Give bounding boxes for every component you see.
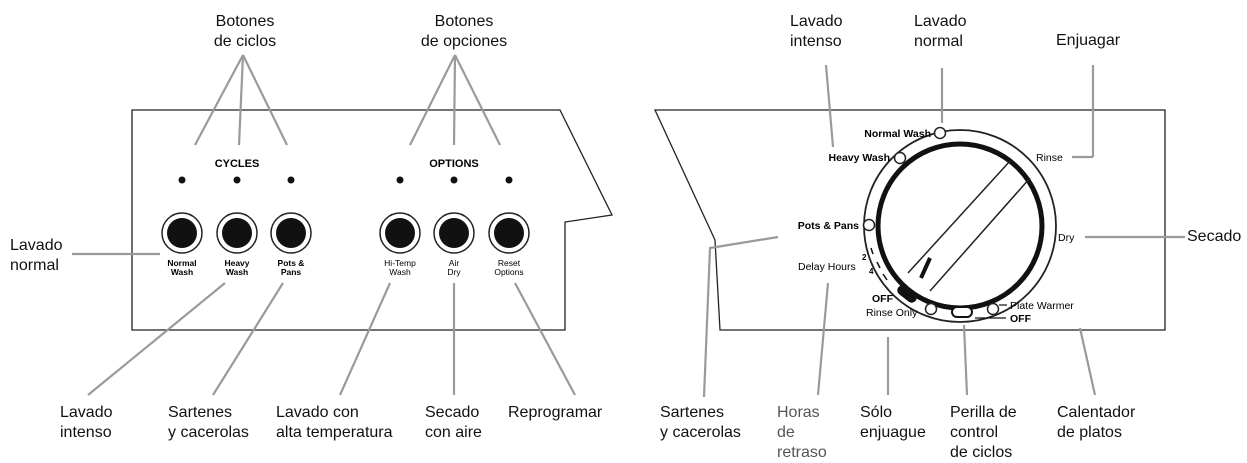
callout-secado-aire: Secado con aire bbox=[425, 404, 482, 441]
callout-enjuagar: Enjuagar bbox=[1056, 32, 1121, 49]
dial-delay-4: 4 bbox=[869, 267, 874, 276]
dial-delay-hours: Delay Hours bbox=[798, 261, 856, 273]
dial-off-left: OFF bbox=[872, 293, 894, 305]
callout-botones-ciclos: Botones de ciclos bbox=[213, 13, 277, 50]
normal-wash-label-1: Normal bbox=[167, 258, 196, 268]
callout-sartenes-left: Sartenes y cacerolas bbox=[168, 404, 249, 441]
callout-perilla: Perilla de control de ciclos bbox=[950, 404, 1017, 461]
dial-rinse: Rinse bbox=[1036, 152, 1063, 164]
dial-delay-2: 2 bbox=[862, 253, 867, 262]
pots-pans-label-2: Pans bbox=[281, 267, 302, 277]
dial-off-right: OFF bbox=[1010, 313, 1032, 325]
callout-reprogramar: Reprogramar bbox=[508, 404, 603, 421]
dial-positions bbox=[862, 126, 1000, 316]
heavy-wash-label-1: Heavy bbox=[224, 258, 249, 268]
off-marker-right bbox=[951, 306, 973, 318]
left-panel-outline bbox=[131, 109, 613, 331]
cycles-header: CYCLES bbox=[215, 158, 260, 170]
callout-lavado-intenso-bottom: Lavado intenso bbox=[60, 404, 113, 441]
delay-ticks bbox=[870, 247, 888, 281]
callout-sartenes-right: Sartenes y cacerolas bbox=[660, 404, 741, 441]
reset-options-label-1: Reset bbox=[498, 258, 521, 268]
callout-lavado-alta-temp: Lavado con alta temperatura bbox=[276, 404, 393, 441]
cycle-control-dial[interactable] bbox=[863, 129, 1057, 323]
indicator-dots bbox=[178, 176, 513, 184]
options-header: OPTIONS bbox=[429, 158, 479, 170]
dial-normal-wash: Normal Wash bbox=[864, 128, 931, 140]
dial-dry: Dry bbox=[1058, 232, 1075, 244]
normal-wash-button[interactable] bbox=[161, 212, 203, 254]
callout-botones-opciones: Botones de opciones bbox=[420, 13, 508, 50]
hi-temp-label-2: Wash bbox=[389, 267, 411, 277]
air-dry-button[interactable] bbox=[433, 212, 475, 254]
normal-wash-label-2: Wash bbox=[171, 267, 193, 277]
callout-lavado-normal-top: Lavado normal bbox=[914, 13, 967, 50]
heavy-wash-label-2: Wash bbox=[226, 267, 248, 277]
right-panel-outline bbox=[653, 109, 1166, 331]
heavy-wash-button[interactable] bbox=[216, 212, 258, 254]
callout-lavado-intenso-top: Lavado intenso bbox=[790, 13, 843, 50]
hi-temp-label-1: Hi-Temp bbox=[384, 258, 416, 268]
callout-solo-enjuague: Sólo enjuague bbox=[860, 404, 926, 441]
pots-pans-label-1: Pots & bbox=[278, 258, 305, 268]
off-marker-left bbox=[897, 285, 917, 303]
dial-heavy-wash: Heavy Wash bbox=[829, 152, 890, 164]
callout-horas-retraso: Horas de retraso bbox=[777, 404, 827, 461]
air-dry-label-2: Dry bbox=[447, 267, 461, 277]
pots-pans-button[interactable] bbox=[270, 212, 312, 254]
dial-pots-pans: Pots & Pans bbox=[798, 220, 859, 232]
callout-secado: Secado bbox=[1187, 228, 1242, 245]
callout-lavado-normal-left: Lavado normal bbox=[10, 237, 63, 274]
reset-options-label-2: Options bbox=[494, 267, 523, 277]
callout-calentador: Calentador de platos bbox=[1057, 404, 1136, 441]
leader-lines bbox=[72, 54, 1185, 398]
dial-plate-warmer: Plate Warmer bbox=[1010, 300, 1074, 312]
reset-options-button[interactable] bbox=[488, 212, 530, 254]
dial-rinse-only: Rinse Only bbox=[866, 307, 918, 319]
air-dry-label-1: Air bbox=[449, 258, 460, 268]
hi-temp-wash-button[interactable] bbox=[379, 212, 421, 254]
